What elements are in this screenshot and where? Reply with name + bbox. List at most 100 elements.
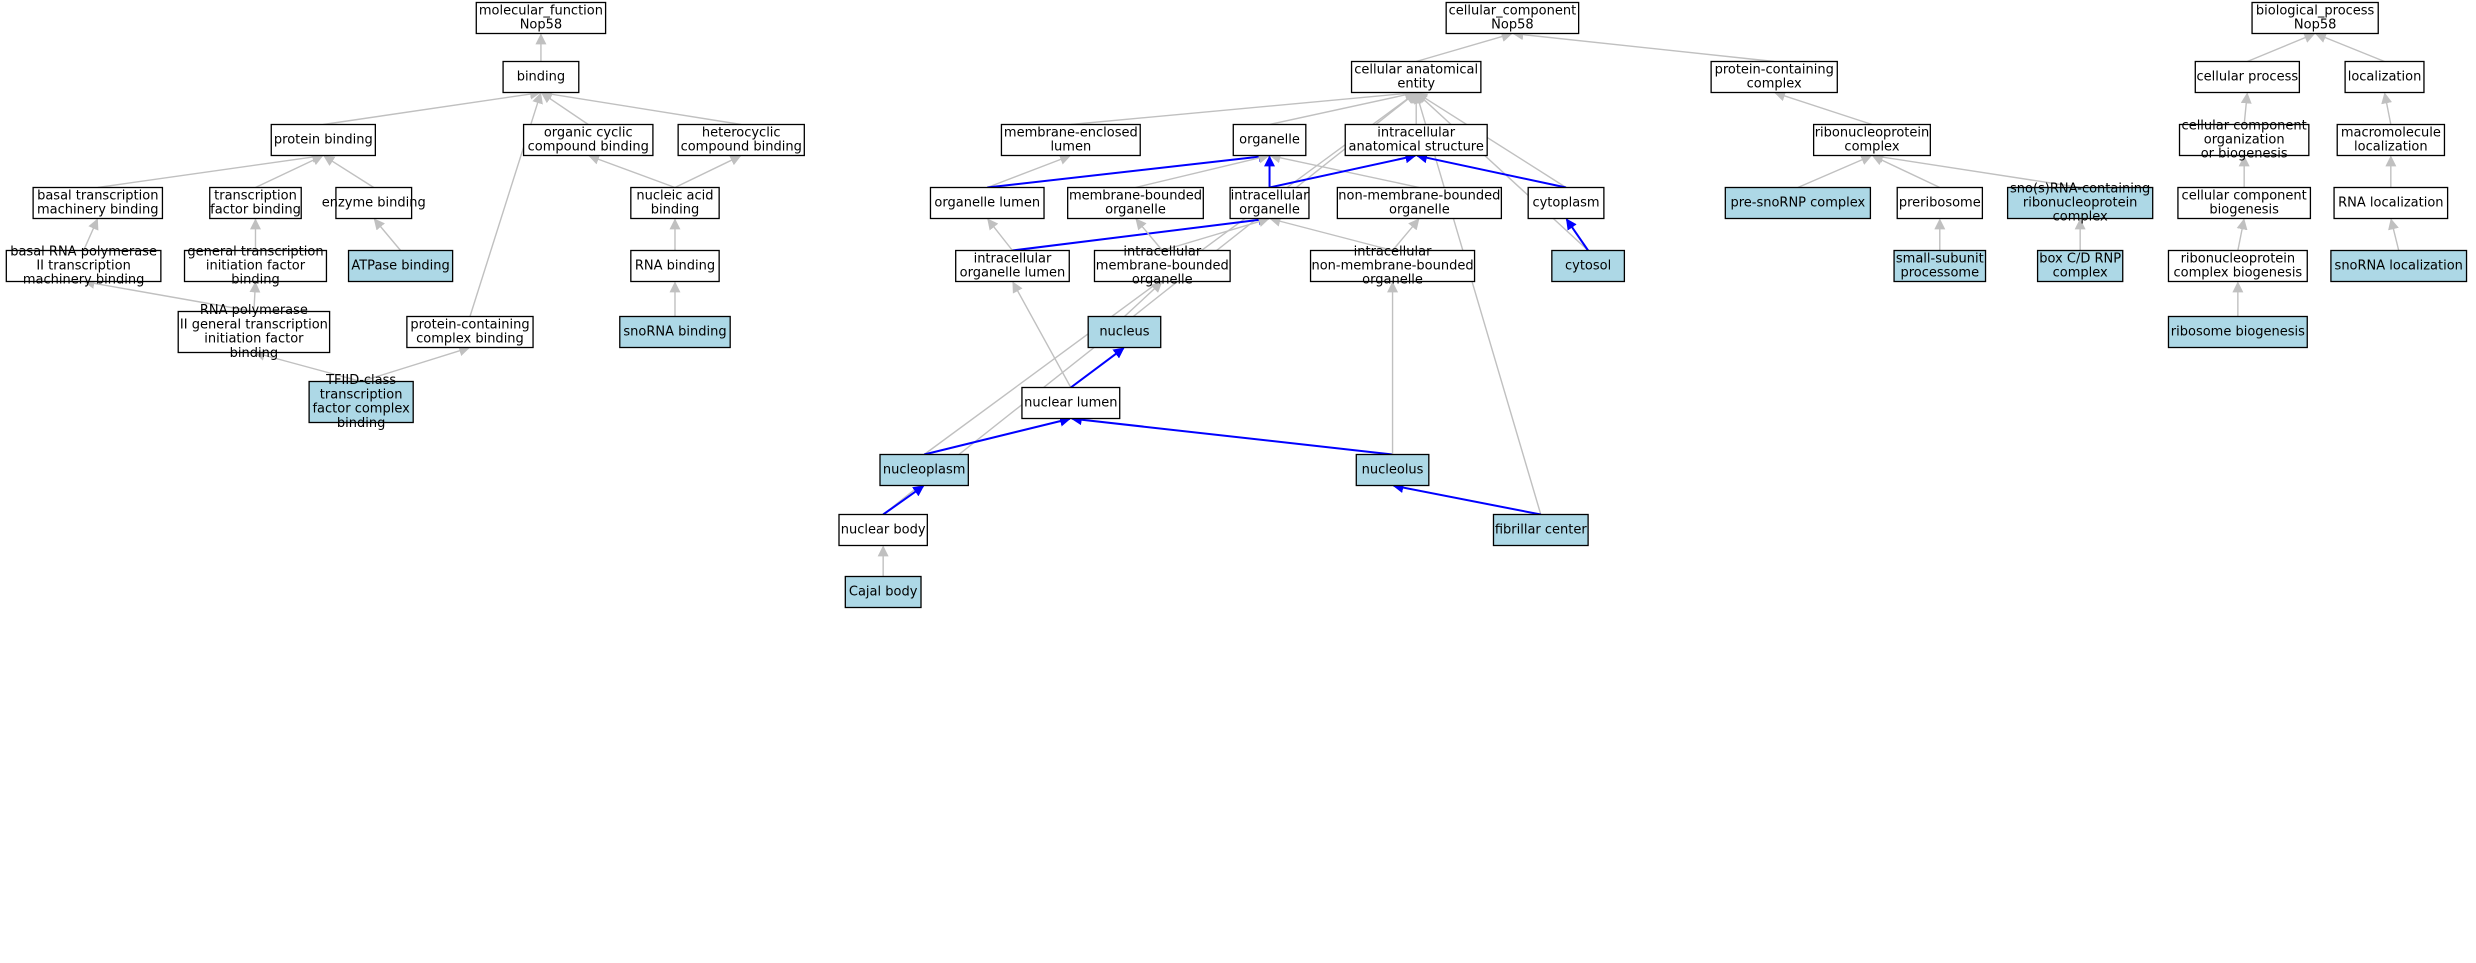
node-box — [347, 249, 454, 283]
edge-pc_complex-to-cc_root — [1512, 29, 1775, 63]
node-label-line: membrane-enclosed — [1004, 125, 1138, 140]
node-enzyme-binding[interactable]: enzyme binding — [322, 186, 426, 220]
node-box — [630, 186, 720, 220]
node-binding[interactable]: binding — [502, 60, 580, 94]
node-nucleoplasm[interactable]: nucleoplasm — [879, 453, 969, 487]
node-label-line: transcription — [214, 188, 297, 203]
node-label-line: organelle — [1362, 273, 1423, 288]
node-nucleolus[interactable]: nucleolus — [1355, 453, 1430, 487]
node-label-line: complex — [1747, 77, 1802, 92]
node-label-line: entity — [1397, 77, 1435, 92]
node-label-line: machinery binding — [37, 203, 159, 218]
node-label-line: preribosome — [1899, 196, 1981, 211]
node-label-line: organelle — [1239, 133, 1300, 148]
node-rna-loc[interactable]: RNA localization — [2333, 186, 2449, 220]
edge-nucleus-to-imbo — [1123, 281, 1163, 318]
node-rna-binding[interactable]: RNA binding — [630, 249, 720, 283]
node-box — [32, 186, 164, 220]
edge-rnap2_gtif-to-gtif_binding — [249, 281, 261, 312]
node-label-line: non-membrane-bounded — [1311, 259, 1473, 274]
node-label-line: binding — [231, 273, 279, 288]
node-ribosome-biogenesis[interactable]: ribosome biogenesis — [2167, 315, 2308, 349]
edge-nucleoplasm-to-nuclear_lumen — [923, 415, 1071, 456]
node-cajal[interactable]: Cajal body — [844, 575, 922, 609]
node-nucleus[interactable]: nucleus — [1087, 315, 1162, 349]
node-cytoplasm[interactable]: cytoplasm — [1527, 186, 1605, 220]
node-label-line: RNA localization — [2338, 196, 2443, 211]
node-snorna-binding[interactable]: snoRNA binding — [619, 315, 731, 349]
node-box — [1087, 315, 1162, 349]
node-pre-snornp[interactable]: pre-snoRNP complex — [1724, 186, 1872, 220]
node-box — [1710, 60, 1838, 94]
node-snorna-rnp[interactable]: sno(s)RNA-containingribonucleoproteincom… — [2006, 181, 2154, 225]
edge-tf_binding-to-protein_binding — [255, 155, 324, 189]
edge-organelle-to-cae — [1269, 89, 1417, 126]
node-box — [406, 315, 534, 349]
edge-organelle_lumen-to-mem_lumen — [986, 154, 1071, 189]
edge-cytoplasm-to-ias — [1416, 152, 1567, 189]
node-label-line: factor binding — [210, 203, 301, 218]
node-nuclear-lumen[interactable]: nuclear lumen — [1021, 386, 1121, 420]
node-label-line: pre-snoRNP complex — [1730, 196, 1865, 211]
node-label-line: lumen — [1050, 140, 1091, 155]
node-cellular-process[interactable]: cellular process — [2194, 60, 2301, 94]
node-inmbo[interactable]: intracellularnon-membrane-boundedorganel… — [1309, 244, 1476, 288]
node-protein-binding[interactable]: protein binding — [270, 123, 376, 157]
edges-layer — [82, 29, 2400, 577]
node-organelle-lumen[interactable]: organelle lumen — [929, 186, 1045, 220]
node-nuclear-body[interactable]: nuclear body — [838, 513, 928, 547]
node-fibrillar[interactable]: fibrillar center — [1492, 513, 1589, 547]
node-snorna-loc[interactable]: snoRNA localization — [2330, 249, 2468, 283]
node-box — [2330, 249, 2468, 283]
node-label-line: organelle — [1239, 203, 1300, 218]
node-label-line: membrane-bounded — [1069, 188, 1202, 203]
node-label-line: biogenesis — [2209, 203, 2279, 218]
node-cytosol[interactable]: cytosol — [1551, 249, 1626, 283]
node-label-line: organelle — [1105, 203, 1166, 218]
edge-nucleic_acid-to-heterocyclic — [674, 155, 742, 189]
node-box — [2167, 315, 2308, 349]
node-atpase[interactable]: ATPase binding — [347, 249, 454, 283]
node-localization[interactable]: localization — [2344, 60, 2425, 94]
node-box — [2333, 186, 2449, 220]
node-box — [619, 315, 731, 349]
node-preribosome[interactable]: preribosome — [1896, 186, 1984, 220]
edge-nuclear_lumen-to-nucleus — [1070, 347, 1125, 389]
node-label-line: II transcription — [36, 259, 130, 274]
node-label-line: or biogenesis — [2201, 147, 2288, 162]
node-organelle[interactable]: organelle — [1232, 123, 1307, 157]
node-label-line: processome — [1901, 266, 1980, 281]
node-label-line: ribonucleoprotein — [2023, 196, 2138, 211]
node-label-line: nucleoplasm — [883, 463, 965, 478]
node-label-line: Cajal body — [849, 585, 918, 600]
